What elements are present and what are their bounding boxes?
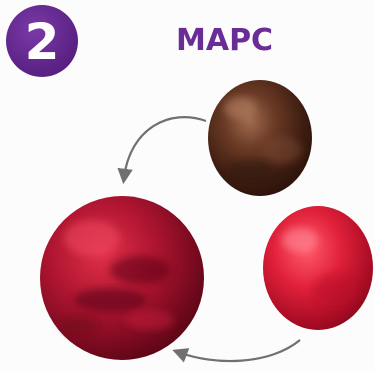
red-sphere-large — [40, 196, 204, 360]
brown-sphere — [208, 80, 312, 196]
arrow-brown-to-big — [124, 117, 206, 178]
arrow-small-to-big — [178, 340, 300, 361]
red-sphere-small — [263, 206, 373, 330]
